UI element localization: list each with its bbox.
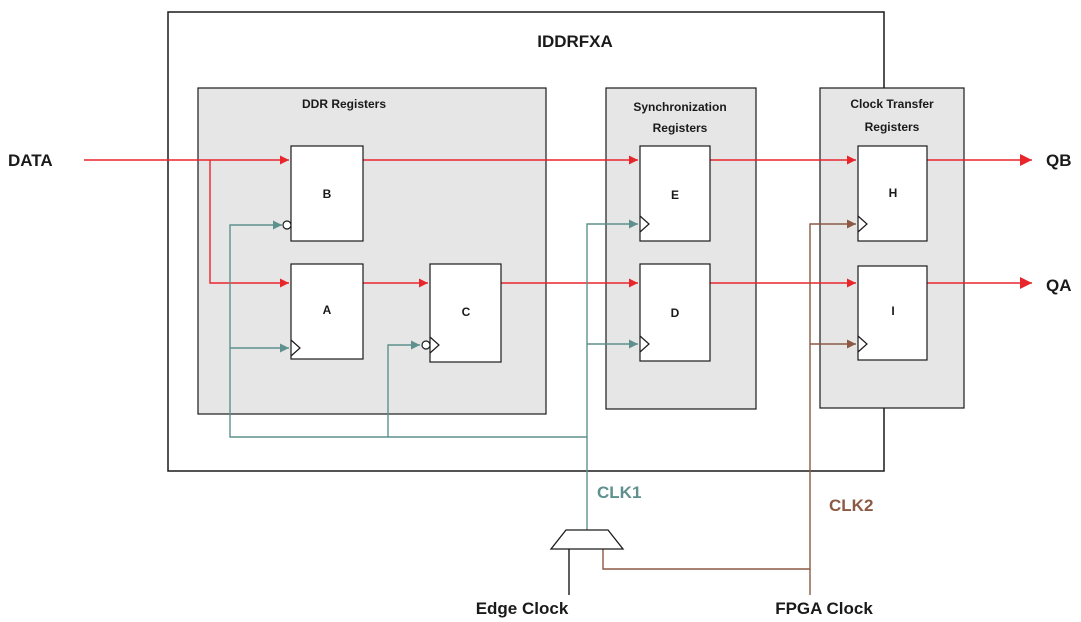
sync-registers-label-1: Synchronization xyxy=(633,100,726,114)
data-input-label: DATA xyxy=(8,151,53,170)
register-a-label: A xyxy=(323,303,332,317)
data-path xyxy=(84,154,1032,289)
clk2-label: CLK2 xyxy=(829,496,873,515)
register-c: C xyxy=(421,263,502,363)
clk2-path xyxy=(602,219,856,595)
register-a: A xyxy=(290,263,364,360)
qb-output-label: QB xyxy=(1046,151,1072,170)
qa-output-label: QA xyxy=(1046,276,1072,295)
register-h-label: H xyxy=(889,186,898,200)
clock-transfer-group xyxy=(819,87,965,409)
clock-transfer-label-2: Registers xyxy=(865,120,920,134)
clock-transfer-label-1: Clock Transfer xyxy=(850,97,934,111)
clock-mux xyxy=(549,529,625,550)
iddrfxa-title: IDDRFXA xyxy=(537,32,613,51)
register-d-label: D xyxy=(671,306,680,320)
sync-registers-label-2: Registers xyxy=(653,121,708,135)
clk1-path xyxy=(229,219,638,546)
register-i-label: I xyxy=(891,304,894,318)
register-e: E xyxy=(639,145,711,242)
ddr-registers-group xyxy=(197,87,547,415)
register-e-label: E xyxy=(671,188,679,202)
register-b: B xyxy=(282,145,364,242)
clk1-label: CLK1 xyxy=(597,483,641,502)
register-i: I xyxy=(857,265,928,361)
fpga-clock-label: FPGA Clock xyxy=(775,599,873,618)
register-b-label: B xyxy=(323,187,332,201)
edge-clock-label: Edge Clock xyxy=(476,599,569,618)
register-h: H xyxy=(857,145,928,242)
register-c-label: C xyxy=(462,305,471,319)
ddr-registers-label: DDR Registers xyxy=(302,97,386,111)
register-d: D xyxy=(639,263,711,362)
